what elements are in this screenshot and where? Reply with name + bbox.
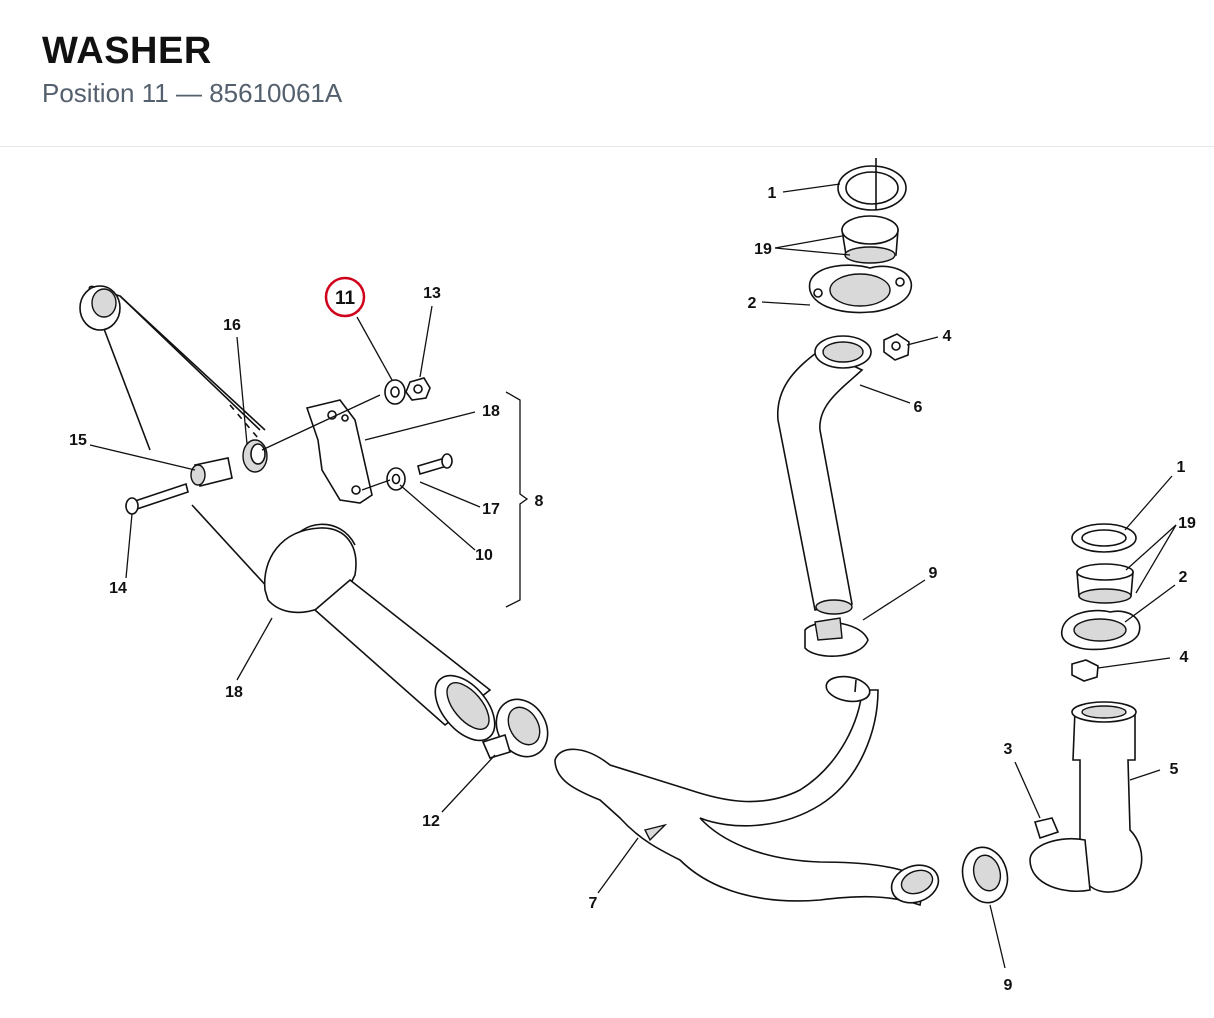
callout-9-upper[interactable]: 9	[929, 565, 938, 582]
callout-1-upper[interactable]: 1	[768, 185, 777, 202]
washer-10-part[interactable]	[386, 467, 406, 491]
upper-seal-19-part[interactable]	[841, 215, 899, 264]
lower-nut-4-part[interactable]	[1071, 659, 1099, 682]
lower-flange-2-part[interactable]	[1060, 609, 1141, 651]
callout-15[interactable]: 15	[69, 432, 87, 449]
callout-12[interactable]: 12	[422, 813, 440, 830]
lower-seal-19-part[interactable]	[1076, 563, 1134, 604]
callout-4-lower[interactable]: 4	[1180, 649, 1189, 666]
upper-pipe-6-part[interactable]	[777, 335, 872, 615]
separator: —	[175, 78, 202, 108]
callout-16[interactable]: 16	[223, 317, 241, 334]
upper-ring-1-part[interactable]	[837, 158, 907, 211]
upper-flange-2-part[interactable]	[808, 264, 913, 314]
part-number: 85610061A	[209, 78, 343, 108]
callout-9-lower[interactable]: 9	[1004, 977, 1013, 994]
lower-ring-1-part[interactable]	[1071, 523, 1137, 553]
y-pipe-7-part[interactable]	[554, 673, 944, 909]
leader-lines	[89, 183, 1177, 969]
callout-18-upper[interactable]: 18	[482, 403, 500, 420]
lower-pipe-5-part[interactable]	[1029, 701, 1143, 893]
callout-13[interactable]: 13	[423, 285, 441, 302]
rubber-mount-16-part[interactable]	[242, 439, 268, 473]
clamp-9-lower-part[interactable]	[957, 842, 1014, 907]
callout-19-lower[interactable]: 19	[1178, 515, 1196, 532]
callout-2-lower[interactable]: 2	[1179, 569, 1188, 586]
page-header: WASHER Position 11 — 85610061A	[0, 0, 1214, 147]
callout-11-highlighted[interactable]: 11	[335, 288, 356, 309]
bracket-part[interactable]	[305, 399, 373, 504]
callout-19-upper[interactable]: 19	[754, 241, 772, 258]
callout-14[interactable]: 14	[109, 580, 127, 597]
callout-6[interactable]: 6	[914, 399, 923, 416]
group-8-brace	[505, 391, 529, 608]
clamp-9-upper-part[interactable]	[804, 617, 869, 657]
callout-1-lower[interactable]: 1	[1177, 459, 1186, 476]
washer-11-part[interactable]	[384, 379, 406, 405]
callout-2-upper[interactable]: 2	[748, 295, 757, 312]
nut-13-part[interactable]	[405, 377, 431, 401]
callout-7[interactable]: 7	[589, 895, 598, 912]
callout-4-upper[interactable]: 4	[943, 328, 952, 345]
screw-14-part[interactable]	[125, 482, 189, 515]
callout-10[interactable]: 10	[475, 547, 493, 564]
screw-3-part[interactable]	[1033, 817, 1060, 840]
upper-nut-4-part[interactable]	[883, 333, 910, 361]
screw-17-part[interactable]	[417, 453, 453, 476]
callout-3[interactable]: 3	[1004, 741, 1013, 758]
clamp-12-part[interactable]	[481, 690, 558, 766]
callout-8[interactable]: 8	[535, 493, 544, 510]
callout-5[interactable]: 5	[1170, 761, 1179, 778]
page-title: WASHER	[42, 30, 212, 72]
part-subtitle: Position 11 — 85610061A	[42, 78, 342, 109]
silencer-part[interactable]	[79, 285, 506, 751]
highlight-ring	[324, 276, 366, 318]
callout-17[interactable]: 17	[482, 501, 500, 518]
callout-18-lower[interactable]: 18	[225, 684, 243, 701]
spacer-15-part[interactable]	[190, 457, 233, 487]
position-label: Position 11	[42, 78, 169, 108]
